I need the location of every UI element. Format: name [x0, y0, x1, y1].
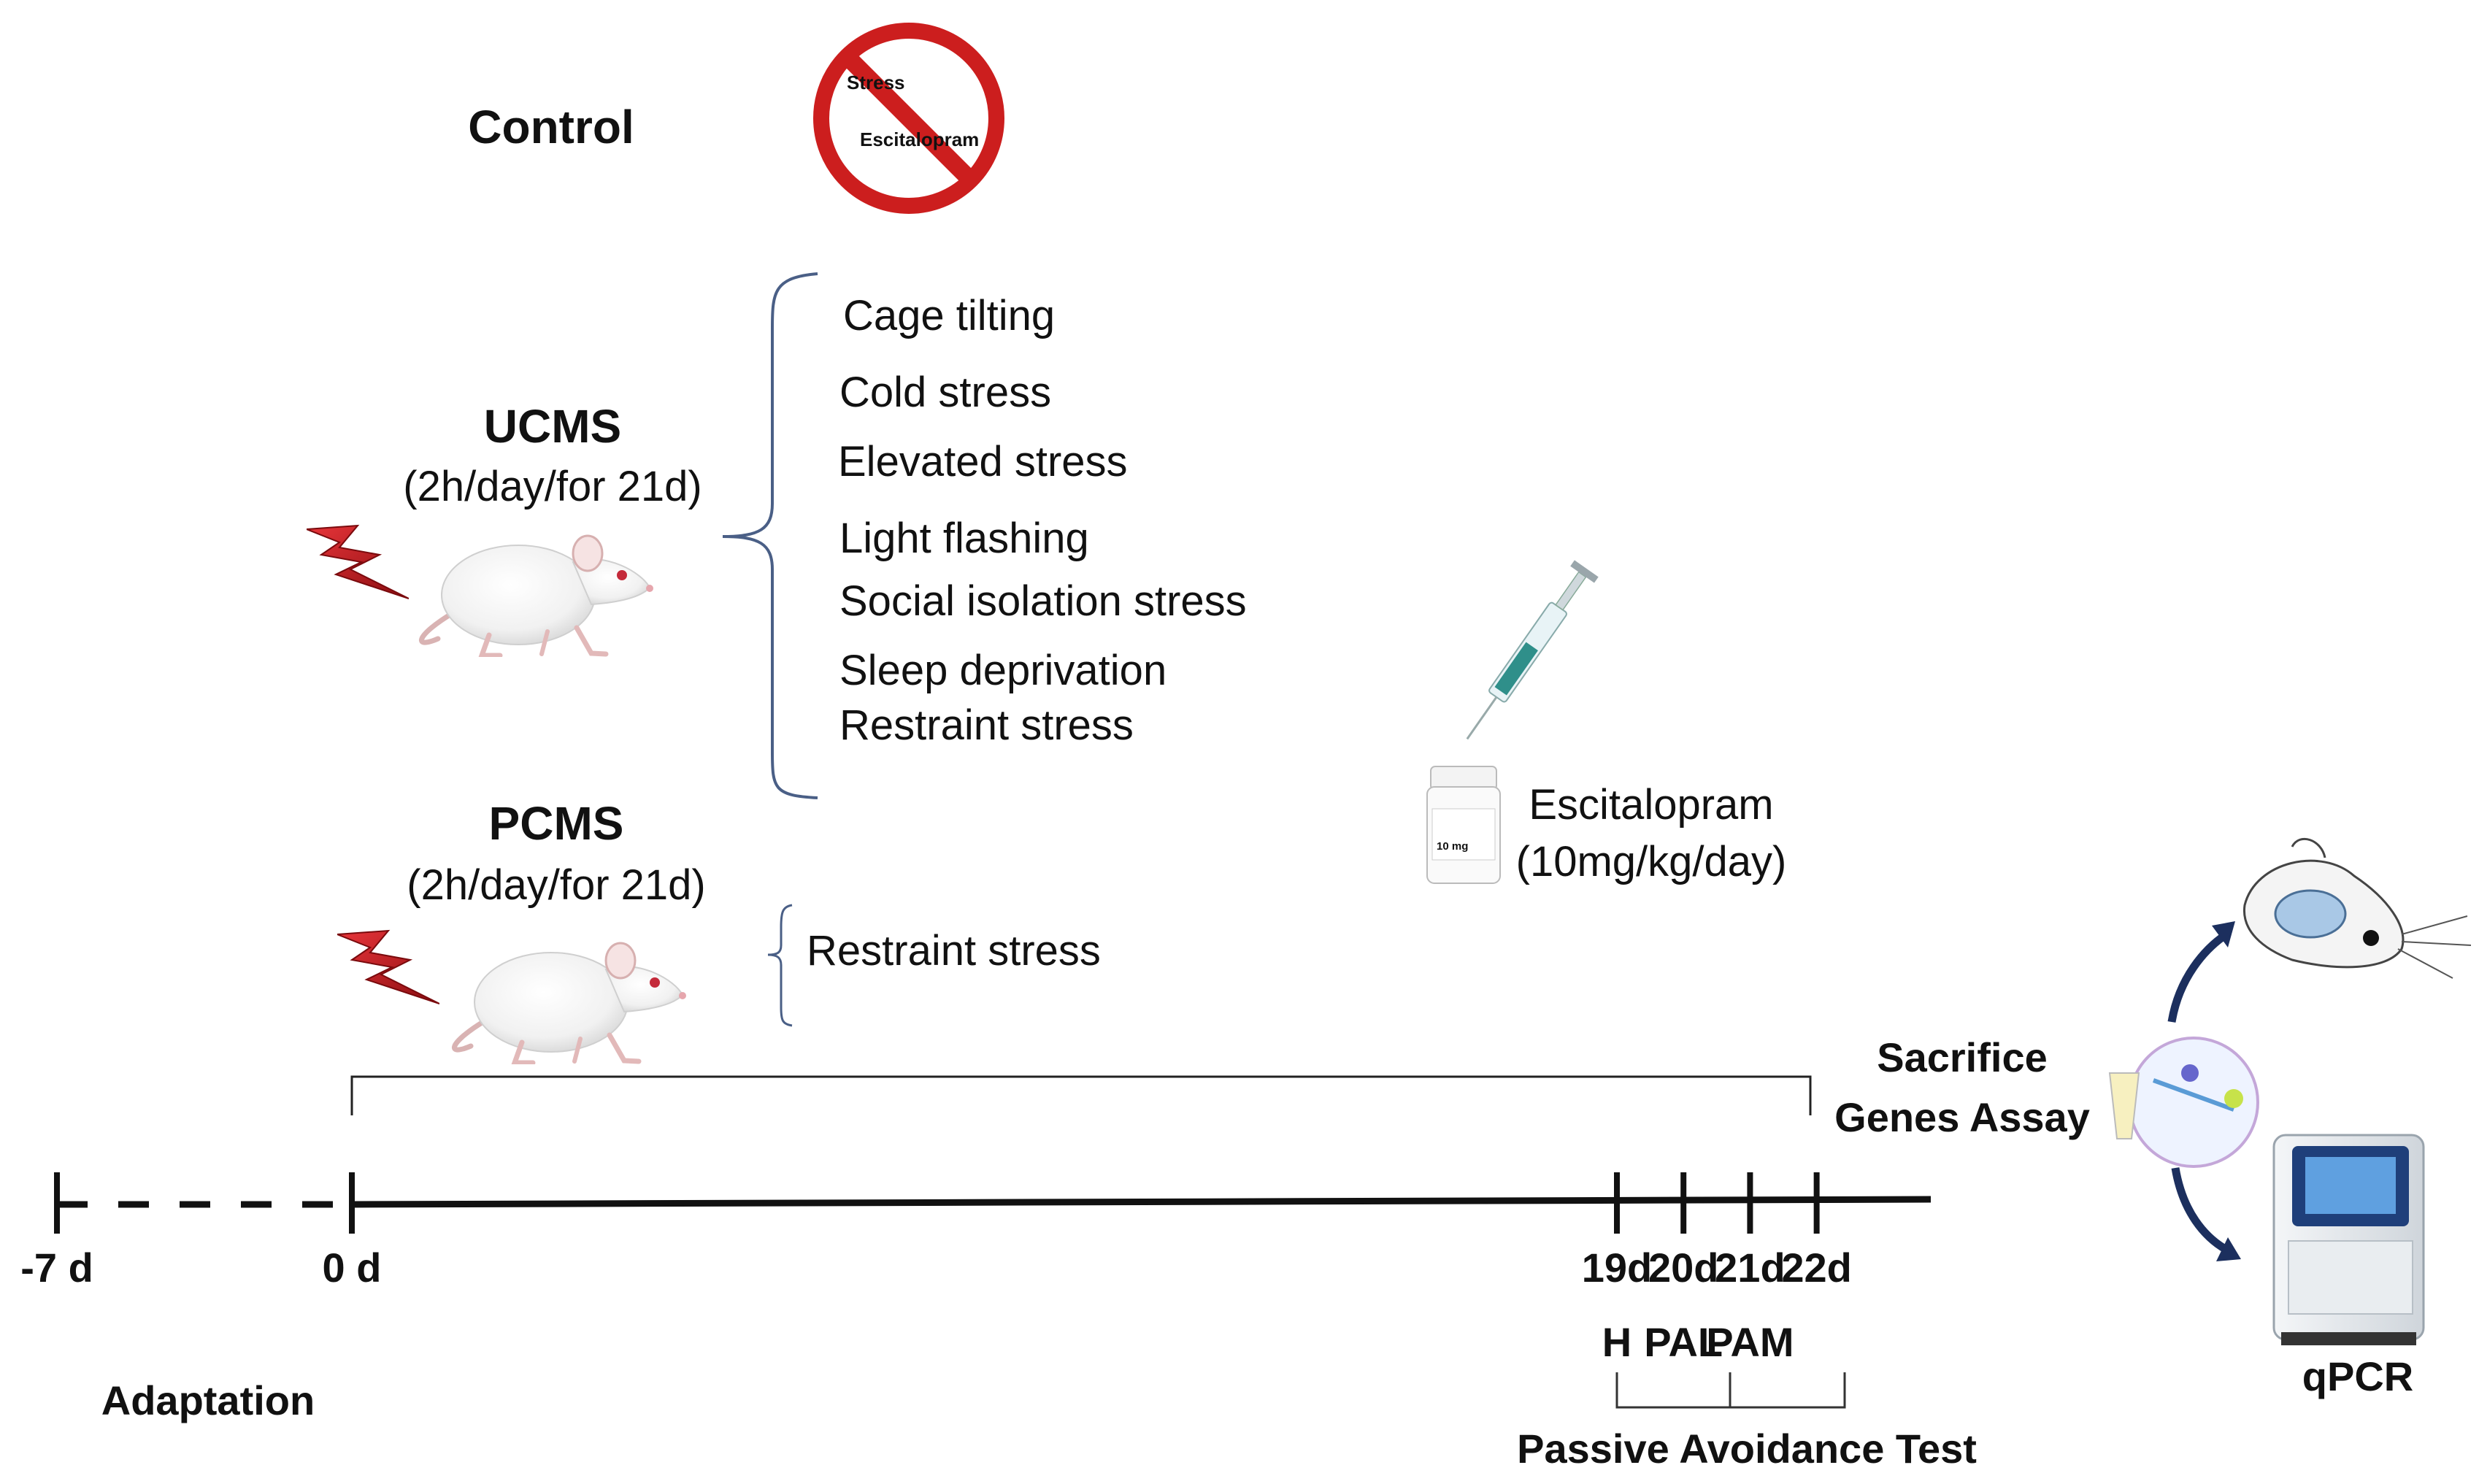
ucms-schedule: (2h/day/for 21d): [403, 463, 702, 510]
genes-assay-label: Genes Assay: [1834, 1094, 2090, 1140]
arrow-head-down: [2216, 1237, 2241, 1261]
timeline-tick-label: -7 d: [20, 1245, 93, 1291]
prohibition-escitalopram-word: Escitalopram: [860, 128, 979, 150]
rat-icon: [454, 943, 686, 1063]
bottle-dose-text: 10 mg: [1437, 840, 1468, 853]
timeline-tick-label: 21d: [1715, 1245, 1786, 1291]
pcms-stressor-item: Restraint stress: [807, 927, 1101, 974]
stressor-item: Restraint stress: [839, 701, 1134, 749]
stressor-item: Light flashing: [839, 515, 1089, 562]
timeline-tick-label: 19d: [1582, 1245, 1653, 1291]
brain-mouse-icon: [2242, 837, 2472, 979]
arrow-head-up: [2212, 921, 2235, 947]
test-label: PAL: [1644, 1319, 1723, 1365]
passive-avoidance-label: Passive Avoidance Test: [1517, 1426, 1977, 1472]
timeline-tick-label: 20d: [1648, 1245, 1719, 1291]
timeline-tick-label: 0 d: [323, 1245, 382, 1291]
stressor-item: Social isolation stress: [839, 577, 1247, 625]
pipette-icon: [2108, 1037, 2259, 1168]
syringe-icon: [1466, 560, 1599, 740]
rat-icon: [421, 536, 653, 656]
prohibition-stress-word: Stress: [847, 72, 905, 93]
lightning-icon: [337, 930, 439, 1004]
drug-dose: (10mg/kg/day): [1516, 838, 1787, 885]
ucms-stressor-list: Cage tilting Cold stress Elevated stress…: [838, 292, 1247, 749]
ucms-brace: [722, 272, 818, 799]
stressor-item: Cage tilting: [843, 292, 1055, 339]
pcms-brace: [767, 904, 793, 1027]
adaptation-label: Adaptation: [101, 1377, 315, 1423]
test-label: PAM: [1706, 1319, 1794, 1365]
curved-arrow-down: [2171, 1167, 2229, 1253]
timeline-ticks: [54, 1172, 1820, 1234]
pill-bottle-icon: 10 mg: [1426, 766, 1501, 884]
stressor-item: Cold stress: [839, 369, 1051, 416]
stressor-item: Elevated stress: [838, 438, 1128, 485]
qpcr-label: qPCR: [2302, 1353, 2413, 1399]
sacrifice-label: Sacrifice: [1877, 1034, 2048, 1080]
passive-avoidance-bracket: [1615, 1372, 1846, 1409]
control-title: Control: [468, 101, 634, 153]
pcms-schedule: (2h/day/for 21d): [407, 861, 705, 909]
stressor-item: Sleep deprivation: [839, 647, 1167, 694]
pcms-title: PCMS: [489, 797, 624, 850]
test-label: H: [1602, 1319, 1631, 1365]
treatment-period-bracket: [350, 1075, 1812, 1115]
prohibition-icon: Stress Escitalopram: [813, 23, 1004, 214]
timeline-tick-label: 22d: [1781, 1245, 1852, 1291]
curved-arrow-up: [2167, 931, 2229, 1023]
qpcr-machine-icon: [2272, 1134, 2425, 1345]
ucms-title: UCMS: [484, 400, 621, 453]
drug-name: Escitalopram: [1529, 781, 1773, 828]
lightning-icon: [307, 525, 409, 599]
timeline-axis: [351, 1196, 1932, 1208]
